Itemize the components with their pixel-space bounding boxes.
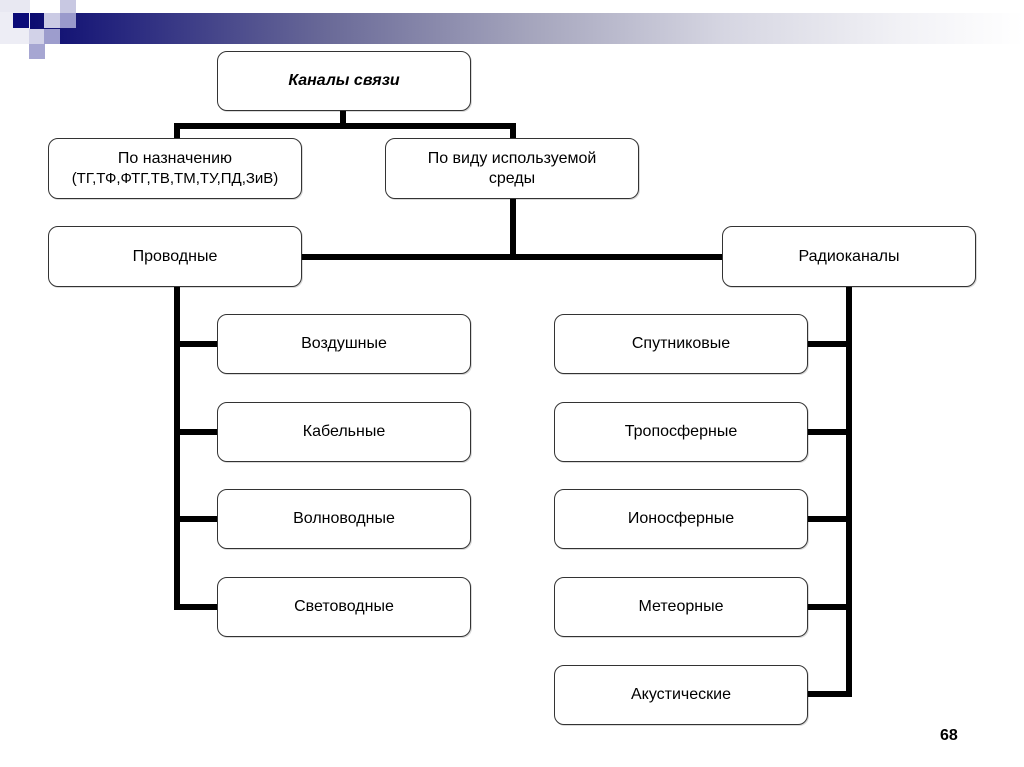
connector-radio-branch bbox=[806, 604, 852, 610]
connector-root-stem bbox=[340, 110, 346, 128]
connector-medium-stem bbox=[510, 198, 516, 260]
node-radio-label: Радиоканалы bbox=[798, 247, 900, 265]
node-label: Тропосферные bbox=[624, 423, 738, 440]
connector-wired-spine bbox=[174, 286, 180, 610]
node-radio: Радиоканалы bbox=[722, 226, 976, 287]
connector-level1-left bbox=[174, 123, 180, 139]
node-radio-type: Акустические bbox=[554, 665, 808, 725]
connector-wired-branch bbox=[174, 516, 218, 522]
connector-wired-branch bbox=[174, 604, 218, 610]
node-label: Световодные bbox=[294, 598, 394, 615]
connector-level1-bar bbox=[174, 123, 516, 129]
node-by-purpose-sublabel: (ТГ,ТФ,ФТГ,ТВ,ТМ,ТУ,ПД,ЗиВ) bbox=[71, 169, 279, 187]
page-number: 68 bbox=[940, 727, 958, 744]
node-label: Метеорные bbox=[638, 598, 724, 615]
connector-radio-branch bbox=[806, 341, 852, 347]
connector-radio-branch bbox=[806, 429, 852, 435]
node-label: Спутниковые bbox=[631, 335, 731, 352]
connector-radio-branch bbox=[806, 691, 852, 697]
node-wired-type: Воздушные bbox=[217, 314, 471, 374]
node-wired-type: Кабельные bbox=[217, 402, 471, 462]
node-radio-type: Тропосферные bbox=[554, 402, 808, 462]
header-gradient-bar bbox=[30, 13, 1024, 44]
node-by-purpose: По назначению (ТГ,ТФ,ФТГ,ТВ,ТМ,ТУ,ПД,ЗиВ… bbox=[48, 138, 302, 199]
node-wired-label: Проводные bbox=[132, 247, 218, 265]
node-wired-type: Волноводные bbox=[217, 489, 471, 549]
node-label: Кабельные bbox=[302, 423, 386, 440]
node-root-label: Каналы связи bbox=[288, 72, 400, 89]
connector-radio-spine bbox=[846, 286, 852, 697]
node-by-medium-label: По виду используемой bbox=[427, 149, 597, 167]
node-by-medium: По виду используемой среды bbox=[385, 138, 639, 199]
node-radio-type: Спутниковые bbox=[554, 314, 808, 374]
connector-radio-branch bbox=[806, 516, 852, 522]
node-radio-type: Ионосферные bbox=[554, 489, 808, 549]
connector-level2-bar bbox=[301, 254, 723, 260]
connector-wired-branch bbox=[174, 341, 218, 347]
node-by-medium-sublabel: среды bbox=[488, 169, 536, 187]
node-label: Ионосферные bbox=[627, 510, 735, 527]
node-radio-type: Метеорные bbox=[554, 577, 808, 637]
node-label: Волноводные bbox=[293, 510, 395, 527]
node-label: Воздушные bbox=[301, 335, 387, 352]
node-wired: Проводные bbox=[48, 226, 302, 287]
node-root: Каналы связи bbox=[217, 51, 471, 111]
connector-level1-right bbox=[510, 123, 516, 139]
node-by-purpose-label: По назначению bbox=[117, 149, 233, 167]
connector-wired-branch bbox=[174, 429, 218, 435]
node-label: Акустические bbox=[630, 686, 731, 703]
node-wired-type: Световодные bbox=[217, 577, 471, 637]
